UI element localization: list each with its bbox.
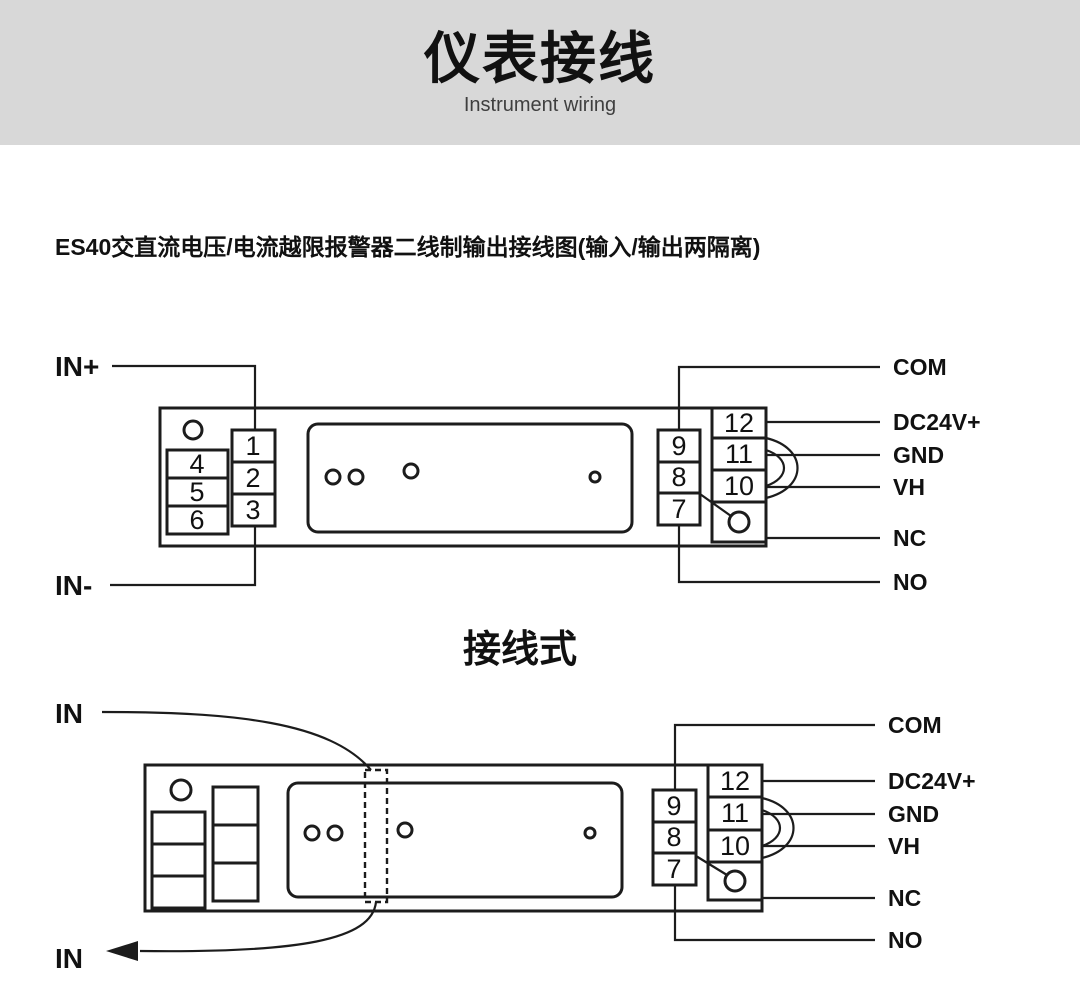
label-vh: VH (893, 474, 925, 500)
terminal-11: 11 (725, 439, 753, 469)
header-banner: 仪表接线 Instrument wiring (0, 0, 1080, 145)
wire-loop-outer (761, 796, 795, 860)
panel-hole (583, 826, 597, 840)
panel-hole (303, 824, 321, 842)
terminal-4: 4 (189, 449, 204, 479)
label-dc24v: DC24V+ (893, 409, 981, 435)
terminal-10: 10 (720, 831, 750, 861)
terminal-cell (211, 823, 260, 865)
terminal-cell (211, 861, 260, 903)
terminal-10: 10 (724, 471, 754, 501)
device-module-1 (158, 406, 768, 548)
input-plus-label: IN+ (55, 351, 99, 382)
label-gnd: GND (893, 442, 944, 468)
terminal-12: 12 (724, 408, 754, 438)
wires-2 (101, 710, 875, 953)
relay-hole (727, 510, 751, 534)
wire-relay-diagonal (699, 493, 732, 517)
wire-com (673, 723, 875, 790)
section2-title: 接线式 (462, 629, 577, 671)
diagram-caption: ES40交直流电压/电流越限报警器二线制输出接线图(输入/输出两隔离) (55, 234, 761, 260)
wire-relay-diagonal (695, 855, 728, 876)
terminal-cell (211, 785, 260, 827)
terminal-11: 11 (721, 798, 749, 828)
wire-com (677, 365, 880, 430)
terminal-5: 5 (189, 477, 204, 507)
input-top-label: IN (55, 698, 83, 729)
input-bottom-label: IN (55, 943, 83, 974)
panel-hole (396, 821, 414, 839)
wire-no (677, 525, 880, 584)
wiring-diagram-2: IN IN 9 8 7 12 11 10 COM DC24V+ GND VH N… (55, 698, 976, 974)
terminal-1: 1 (245, 431, 260, 461)
panel-hole (347, 468, 365, 486)
relay-cell (710, 500, 768, 544)
pass-through-channel (363, 768, 389, 904)
panel-hole (324, 468, 342, 486)
wire-loop-outer (765, 436, 799, 500)
label-vh: VH (888, 833, 920, 859)
panel-hole (326, 824, 344, 842)
face-panel (306, 422, 634, 534)
input-minus-label: IN- (55, 570, 92, 601)
arrowhead (106, 941, 138, 961)
label-com: COM (888, 712, 942, 738)
terminal-12: 12 (720, 766, 750, 796)
face-panel (286, 781, 624, 899)
wire-in-minus (110, 526, 257, 587)
page-title: 仪表接线 (424, 27, 656, 91)
wire-no (673, 885, 875, 942)
terminal-6: 6 (189, 505, 204, 535)
terminal-cell (150, 842, 207, 878)
label-gnd: GND (888, 801, 939, 827)
wire-loop-inner (765, 448, 785, 488)
mounting-hole (182, 419, 204, 441)
wiring-diagram-1: IN+ IN- 4 5 6 1 2 3 9 8 7 12 11 10 COM D… (55, 351, 981, 601)
terminal-7: 7 (671, 494, 686, 524)
wire-in-bottom (139, 901, 378, 953)
terminal-7: 7 (666, 854, 681, 884)
terminal-9: 9 (666, 791, 681, 821)
relay-cell (706, 860, 764, 902)
terminal-3: 3 (245, 495, 260, 525)
terminal-8: 8 (666, 822, 681, 852)
terminal-cell (150, 810, 207, 846)
label-nc: NC (893, 525, 926, 551)
label-dc24v: DC24V+ (888, 768, 976, 794)
terminal-8: 8 (671, 462, 686, 492)
page-subtitle: Instrument wiring (463, 93, 617, 116)
panel-hole (402, 462, 420, 480)
wire-in-top (101, 710, 372, 771)
label-no: NO (888, 927, 923, 953)
terminal-cell (150, 874, 207, 910)
label-com: COM (893, 354, 947, 380)
terminal-cell (165, 504, 230, 536)
panel-hole (588, 470, 602, 484)
terminal-cell (230, 492, 277, 528)
label-no: NO (893, 569, 928, 595)
mounting-hole (169, 778, 193, 802)
wire-loop-inner (761, 808, 781, 848)
label-nc: NC (888, 885, 921, 911)
wires-1 (110, 364, 880, 587)
terminal-2: 2 (245, 463, 260, 493)
terminal-9: 9 (671, 431, 686, 461)
relay-hole (723, 869, 747, 893)
wire-in-plus (112, 364, 257, 430)
